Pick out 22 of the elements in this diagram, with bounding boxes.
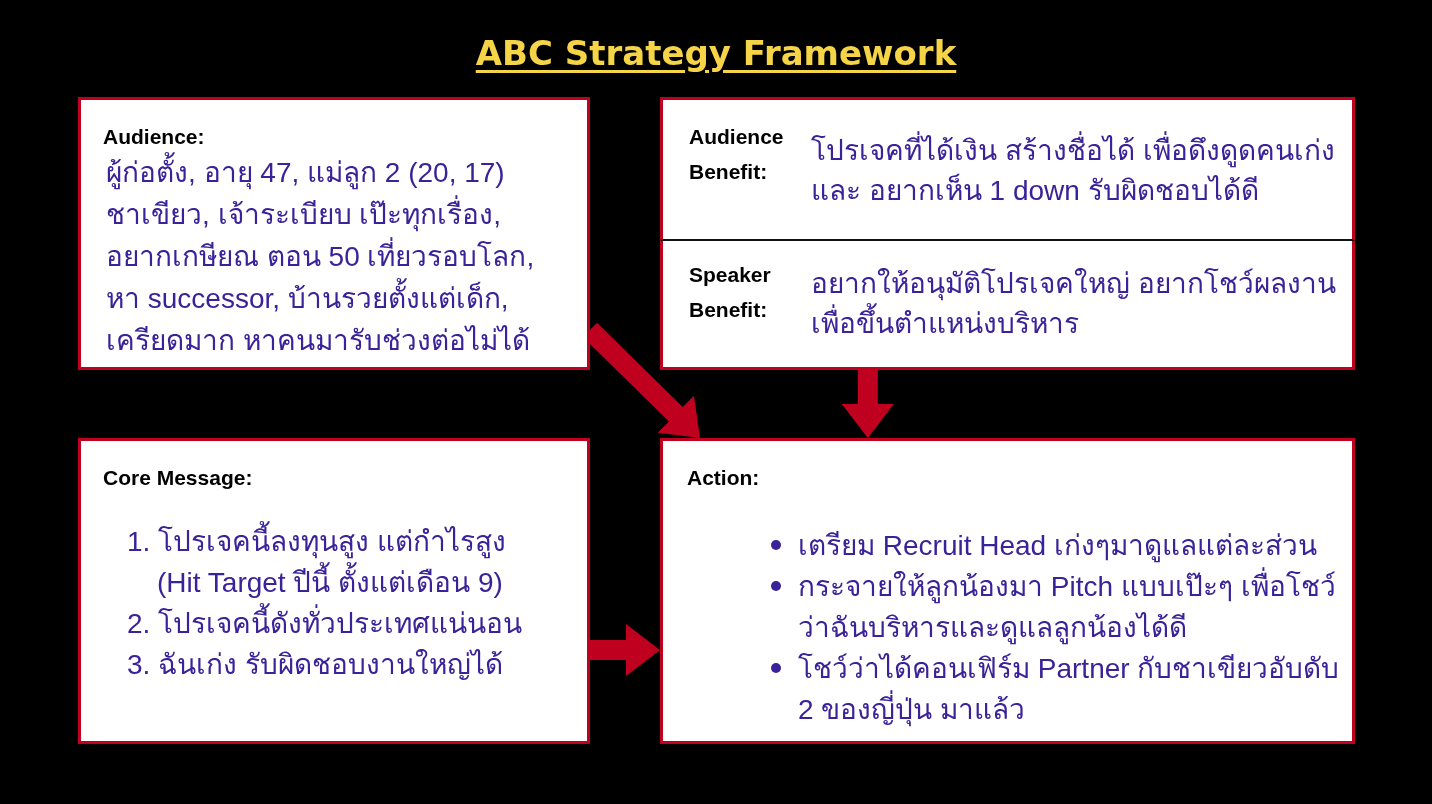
body-text: อยากให้อนุมัติโปรเจคใหญ่ อยากโชว์ผลงาน เพื่อขึ้นตำแหน่งบริหาร: [811, 267, 1337, 341]
card-heading: Audience Benefit:: [689, 124, 784, 185]
info-card: [78, 97, 590, 370]
arrow: [590, 624, 660, 677]
list-item: 2. โปรเจคนี้ดังทั่วประเทศแน่นอน: [127, 603, 523, 644]
info-card: [660, 97, 1355, 241]
title: ABC Strategy Framework: [475, 33, 957, 73]
body-text: โปรเจคที่ได้เงิน สร้างชื่อได้ เพื่อดึงดูดคนเก่ง และ อยากเห็น 1 down รับผิดชอบได้ดี: [811, 131, 1351, 211]
list-item: 1. โปรเจคนี้ลงทุนสูง แต่กำไรสูง (Hit Target ปีนี้ ตั้งแต่เดือน 9): [127, 521, 527, 603]
list-item: 3. ฉันเก่ง รับผิดชอบงานใหญ่ได้: [127, 648, 503, 682]
arrow: [841, 370, 894, 438]
card-heading: Speaker Benefit:: [689, 262, 771, 323]
card-heading: Action:: [687, 465, 760, 491]
list-item: กระจายให้ลูกน้องมา Pitch แบบเป๊ะๆ เพื่อโชว์ว่าฉันบริหารและดูแลลูกน้องได้ดี: [798, 566, 1343, 648]
card-heading: Core Message:: [103, 465, 253, 491]
info-card: [78, 438, 590, 744]
list-item: โชว์ว่าได้คอนเฟิร์ม Partner กับชาเขียวอับดับ 2 ของญี่ปุ่น มาแล้ว: [798, 652, 1341, 729]
info-card: [660, 241, 1355, 370]
info-card: [660, 438, 1355, 744]
body-text: ผู้ก่อตั้ง, อายุ 47, แม่ลูก 2 (20, 17) ชาเขียว, เจ้าระเบียบ เป๊ะทุกเรื่อง, อยากเกษียณ ตอน 50 เที่ยวรอบโลก, หา successor, บ้านรวยตั้งแต่เด็ก, เครียดมาก หาคนมารับช่วงต่อไม่ได้: [106, 152, 538, 362]
card-heading: Audience:: [103, 124, 205, 150]
list-item: เตรียม Recruit Head เก่งๆมาดูแลแต่ละส่วน: [798, 529, 1317, 565]
